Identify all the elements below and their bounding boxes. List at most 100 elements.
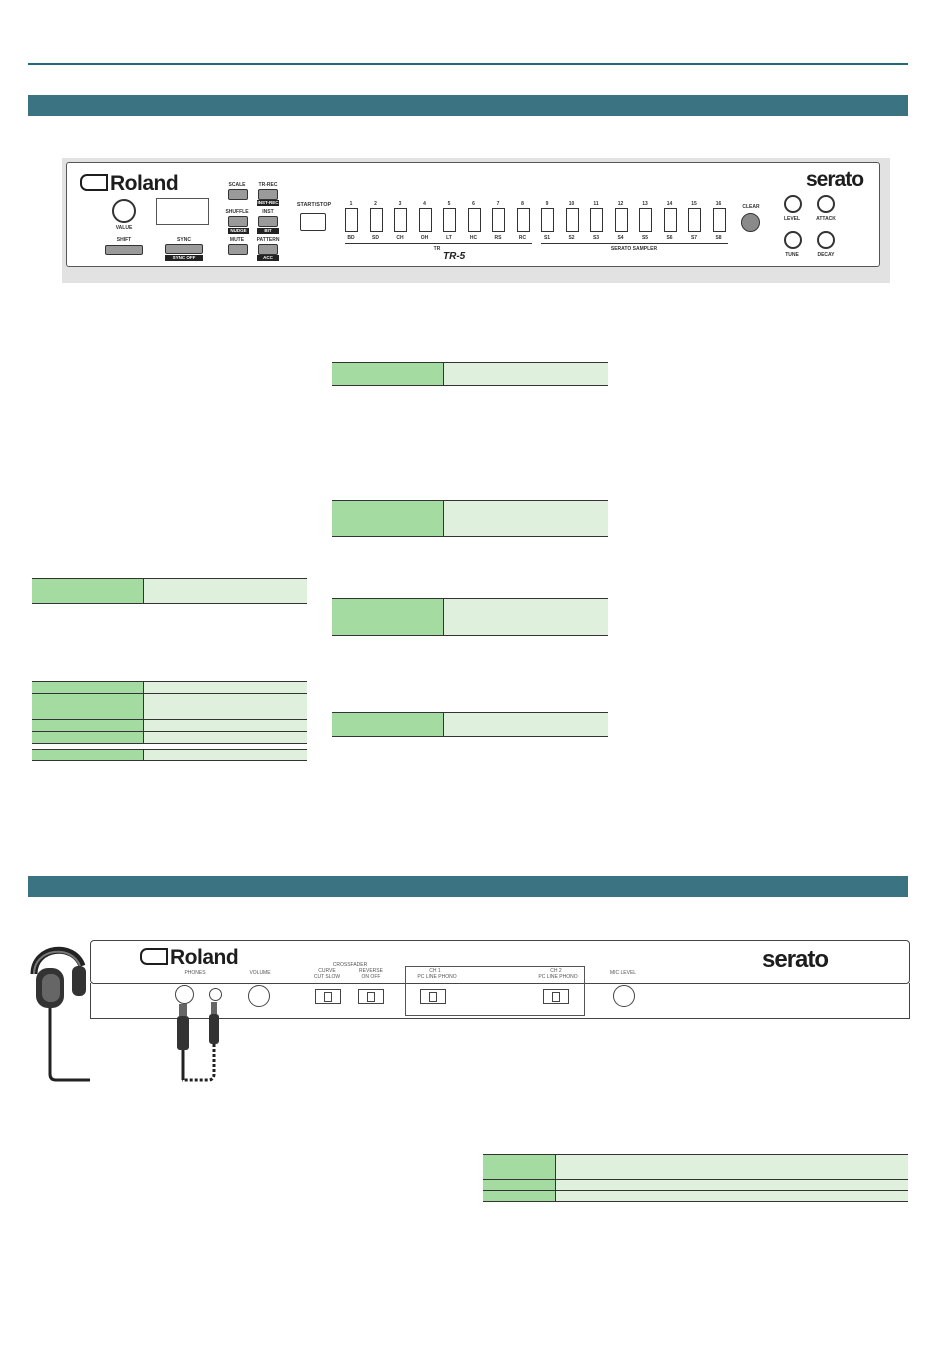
reverse-switch[interactable] bbox=[358, 989, 384, 1004]
pattern-button[interactable] bbox=[258, 244, 278, 255]
level-label: LEVEL bbox=[783, 216, 801, 222]
step-pad[interactable] bbox=[565, 208, 579, 232]
section-header-bar-1 bbox=[28, 95, 908, 116]
pad-number: 6 bbox=[472, 201, 475, 207]
ch2-options: PC LINE PHONO bbox=[538, 974, 578, 980]
pad-number: 16 bbox=[715, 201, 722, 207]
rear-roland-logo: Roland bbox=[140, 946, 239, 970]
phones-jack-mini[interactable] bbox=[209, 988, 222, 1001]
step-pad[interactable] bbox=[712, 208, 726, 232]
serato-sampler-label: SERATO SAMPLER bbox=[610, 246, 658, 252]
pad-number: 3 bbox=[398, 201, 402, 207]
pad-instrument-label: RS bbox=[494, 235, 502, 241]
step-pad[interactable] bbox=[394, 208, 407, 232]
reverse-options: ON OFF bbox=[361, 974, 381, 980]
shuffle-button[interactable] bbox=[228, 216, 248, 227]
curve-options: CUT SLOW bbox=[313, 974, 341, 980]
bit-label: BIT bbox=[257, 228, 279, 234]
pad-number: 9 bbox=[545, 201, 549, 207]
pad-number: 13 bbox=[642, 201, 648, 207]
pad-number: 15 bbox=[691, 201, 697, 207]
attack-label: ATTACK bbox=[816, 216, 836, 222]
nudge-label: NUDGE bbox=[228, 228, 249, 234]
pad-instrument-label: S2 bbox=[568, 235, 575, 241]
value-knob[interactable] bbox=[112, 199, 136, 223]
phones-jack-large[interactable] bbox=[175, 985, 194, 1004]
sampler-bracket bbox=[541, 243, 728, 244]
tr-label: TR bbox=[433, 246, 441, 252]
scale-button[interactable] bbox=[228, 189, 248, 200]
shift-button[interactable] bbox=[105, 245, 143, 255]
curve-switch[interactable] bbox=[315, 989, 341, 1004]
shuffle-label: SHUFFLE bbox=[225, 209, 249, 215]
step-pad[interactable] bbox=[492, 208, 505, 232]
pad-instrument-label: S8 bbox=[715, 235, 722, 241]
ch2-switch[interactable] bbox=[543, 989, 569, 1004]
tr-rec-button[interactable] bbox=[258, 189, 278, 200]
step-pad[interactable] bbox=[688, 208, 701, 232]
step-pad[interactable] bbox=[369, 208, 383, 232]
ch2-label: CH 2 bbox=[550, 968, 562, 974]
pad-instrument-label: S3 bbox=[592, 235, 600, 241]
sync-label: SYNC bbox=[177, 237, 191, 243]
sync-button[interactable] bbox=[165, 244, 203, 254]
inst-rec-label: INST-REC bbox=[257, 200, 279, 206]
pad-number: 11 bbox=[593, 201, 599, 207]
curve-label: CURVE bbox=[318, 968, 336, 974]
pad-instrument-label: S4 bbox=[617, 235, 624, 241]
clear-label: CLEAR bbox=[742, 204, 760, 210]
top-rule bbox=[28, 63, 908, 65]
mic-level-label: MIC LEVEL bbox=[609, 970, 637, 976]
tune-knob[interactable] bbox=[784, 231, 802, 249]
volume-knob[interactable] bbox=[248, 985, 270, 1007]
start-stop-button[interactable] bbox=[300, 213, 326, 231]
mic-level-knob[interactable] bbox=[613, 985, 635, 1007]
rear-panel bbox=[90, 940, 910, 984]
shift-label: SHIFT bbox=[116, 237, 132, 243]
pad-instrument-label: BD bbox=[347, 235, 355, 241]
sync-off-label: SYNC OFF bbox=[165, 255, 203, 261]
table-f bbox=[332, 712, 608, 737]
pad-number: 7 bbox=[496, 201, 500, 207]
pattern-label: PATTERN bbox=[256, 237, 280, 243]
pad-instrument-label: S6 bbox=[666, 235, 673, 241]
serato-logo: serato bbox=[806, 168, 864, 191]
pad-instrument-label: S7 bbox=[690, 235, 698, 241]
step-pad[interactable] bbox=[663, 208, 677, 232]
mute-button[interactable] bbox=[228, 244, 248, 255]
attack-knob[interactable] bbox=[817, 195, 835, 213]
phone-plugs-icon bbox=[177, 1002, 219, 1082]
table-g bbox=[483, 1154, 908, 1202]
roland-logo: Roland bbox=[80, 172, 179, 196]
ch1-options: PC LINE PHONO bbox=[417, 974, 457, 980]
step-pad[interactable] bbox=[614, 208, 628, 232]
phones-label: PHONES bbox=[184, 970, 206, 976]
tr-bracket bbox=[345, 243, 532, 244]
step-pad[interactable] bbox=[516, 208, 530, 232]
step-pad[interactable] bbox=[541, 208, 554, 232]
step-pad[interactable] bbox=[345, 208, 358, 232]
step-pad[interactable] bbox=[590, 208, 603, 232]
inst-label: INST bbox=[262, 209, 274, 215]
step-pad[interactable] bbox=[467, 208, 481, 232]
level-knob[interactable] bbox=[784, 195, 802, 213]
step-pad[interactable] bbox=[443, 208, 456, 232]
tune-label: TUNE bbox=[785, 252, 799, 258]
acc-label: ACC bbox=[257, 255, 279, 261]
reverse-label: REVERSE bbox=[359, 968, 383, 974]
step-pad[interactable] bbox=[418, 208, 432, 232]
pad-number: 10 bbox=[568, 201, 575, 207]
inst-button[interactable] bbox=[258, 216, 278, 227]
table-d bbox=[332, 500, 608, 537]
ch1-switch[interactable] bbox=[420, 989, 446, 1004]
input-select-box bbox=[405, 966, 585, 1016]
mute-label: MUTE bbox=[229, 237, 245, 243]
volume-label: VOLUME bbox=[249, 970, 271, 976]
decay-knob[interactable] bbox=[817, 231, 835, 249]
pad-instrument-label: S1 bbox=[543, 235, 551, 241]
pad-instrument-label: HC bbox=[469, 235, 478, 241]
clear-button[interactable] bbox=[741, 213, 760, 232]
pad-instrument-label: LT bbox=[446, 235, 452, 241]
pad-instrument-label: SD bbox=[372, 235, 379, 241]
step-pad[interactable] bbox=[639, 208, 652, 232]
